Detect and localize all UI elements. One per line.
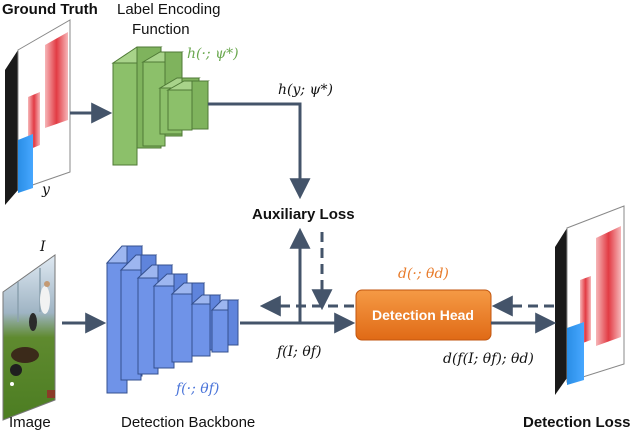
detection-loss-label: Detection Loss <box>523 414 631 431</box>
dog-figure <box>11 347 39 363</box>
person-figure <box>40 286 50 314</box>
h-output-label: h(y; ψ*) <box>278 82 333 98</box>
detection-backbone-label: Detection Backbone <box>121 414 255 431</box>
f-output-label: f(I; θf) <box>276 344 321 360</box>
arrow-encoding-to-aux-loss <box>208 102 311 200</box>
d-output-label: d(f(I; θf); θd) <box>443 351 534 367</box>
detection-head-block: Detection Head <box>355 289 492 341</box>
detection-head-label: Detection Head <box>372 307 474 323</box>
d-function-label: d(·; θd) <box>398 266 449 282</box>
pred-large-red-box <box>596 226 621 346</box>
ground-truth-label: Ground Truth <box>2 1 98 18</box>
person-figure <box>29 313 37 331</box>
label-encoding-network <box>111 46 210 166</box>
gt-blue-box <box>18 134 33 193</box>
pred-blue-box <box>567 322 584 385</box>
y-symbol: y <box>41 182 51 198</box>
f-function-label: f(·; θf) <box>175 381 219 397</box>
dog-figure <box>10 364 22 376</box>
label-encoding-title-line2: Function <box>132 21 190 38</box>
gt-large-red-box <box>45 32 68 128</box>
detection-backbone-network <box>105 245 240 394</box>
input-image-card <box>2 254 56 421</box>
I-symbol: I <box>39 239 46 255</box>
ground-truth-card <box>5 19 71 205</box>
label-encoding-title-line1: Label Encoding <box>117 1 220 18</box>
image-label: Image <box>9 414 51 431</box>
h-function-label: h(·; ψ*) <box>187 46 239 62</box>
flow-arrows <box>62 102 557 334</box>
prediction-map-card <box>555 205 625 395</box>
auxiliary-loss-label: Auxiliary Loss <box>252 206 355 223</box>
